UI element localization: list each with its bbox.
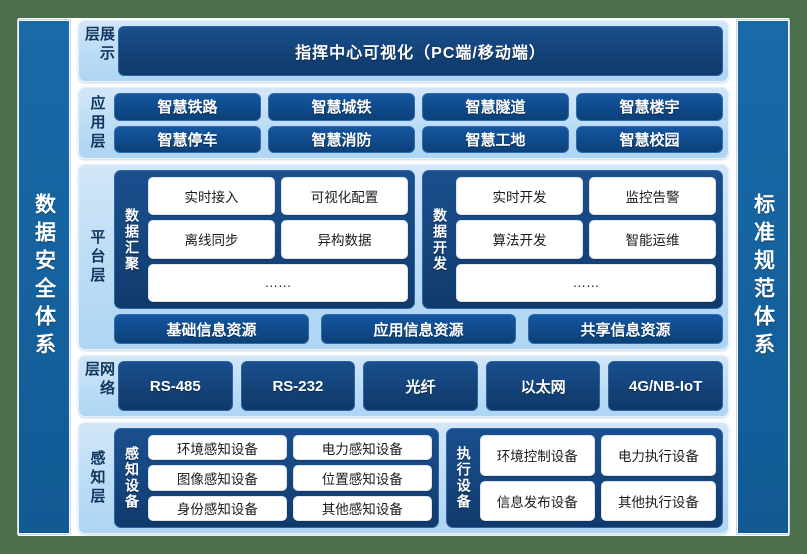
diagram-frame: 数据安全体系 展示层 指挥中心可视化（PC端/移动端） 应用层 智慧铁路 智慧城… (17, 18, 790, 536)
chip-image-sensor[interactable]: 图像感知设备 (148, 465, 287, 491)
sensing-group-actuators: 执行设备 环境控制设备 电力执行设备 信息发布设备 其他执行设备 (445, 428, 723, 528)
layer-stack: 展示层 指挥中心可视化（PC端/移动端） 应用层 智慧铁路 智慧城铁 智慧隧道 … (78, 18, 729, 536)
layer-network-body: RS-485 RS-232 光纤 以太网 4G/NB-IoT (118, 361, 723, 411)
network-item-4g-nbiot[interactable]: 4G/NB-IoT (608, 361, 723, 411)
chip-aggregation-ellipsis[interactable]: …… (148, 263, 408, 302)
chip-identity-sensor[interactable]: 身份感知设备 (148, 495, 287, 521)
resource-shared-information[interactable]: 共享信息资源 (528, 314, 723, 344)
aggregation-row-3: …… (148, 263, 408, 302)
layer-display-body: 指挥中心可视化（PC端/移动端） (118, 26, 723, 76)
layer-application: 应用层 智慧铁路 智慧城铁 智慧隧道 智慧楼宇 智慧停车 智慧消防 智慧工地 智… (78, 87, 729, 159)
sensing-groups: 感知设备 环境感知设备 电力感知设备 图像感知设备 位置感知设备 (114, 428, 723, 528)
development-row-1: 实时开发 监控告警 (456, 177, 716, 216)
platform-group-data-development-grid: 实时开发 监控告警 算法开发 智能运维 …… (456, 177, 716, 302)
layer-platform-label: 平台层 (88, 228, 106, 286)
sensing-group-sensors-grid: 环境感知设备 电力感知设备 图像感知设备 位置感知设备 身份感知设备 其他感知设… (148, 435, 432, 521)
chip-other-actuator-device[interactable]: 其他执行设备 (600, 480, 717, 521)
chip-development-ellipsis[interactable]: …… (456, 263, 716, 302)
network-item-rs485[interactable]: RS-485 (118, 361, 233, 411)
left-pillar-data-security: 数据安全体系 (17, 19, 71, 535)
layer-application-label: 应用层 (88, 94, 106, 152)
platform-resources: 基础信息资源 应用信息资源 共享信息资源 (114, 314, 723, 344)
actuators-row-2: 信息发布设备 其他执行设备 (479, 480, 717, 521)
chip-realtime-ingest[interactable]: 实时接入 (148, 177, 275, 216)
layer-platform: 平台层 数据汇聚 实时接入 可视化配置 离线同步 异 (78, 164, 729, 350)
sensing-group-actuators-label: 执行设备 (455, 446, 472, 510)
chip-location-sensor[interactable]: 位置感知设备 (292, 465, 432, 491)
platform-group-data-aggregation: 数据汇聚 实时接入 可视化配置 离线同步 异构数据 …… (114, 170, 415, 309)
actuators-row-1: 环境控制设备 电力执行设备 (479, 435, 717, 476)
chip-other-sensor[interactable]: 其他感知设备 (292, 495, 432, 521)
platform-group-data-aggregation-grid: 实时接入 可视化配置 离线同步 异构数据 …… (148, 177, 408, 302)
layer-network-label: 网络层 (83, 361, 115, 399)
development-row-2: 算法开发 智能运维 (456, 220, 716, 259)
display-banner[interactable]: 指挥中心可视化（PC端/移动端） (118, 26, 723, 76)
aggregation-row-2: 离线同步 异构数据 (148, 220, 408, 259)
platform-groups: 数据汇聚 实时接入 可视化配置 离线同步 异构数据 …… (114, 170, 723, 309)
chip-power-actuator-device[interactable]: 电力执行设备 (600, 435, 717, 476)
app-item-smart-building[interactable]: 智慧楼宇 (576, 93, 723, 121)
platform-group-data-development: 数据开发 实时开发 监控告警 算法开发 智能运维 …… (422, 170, 723, 309)
app-item-smart-tunnel[interactable]: 智慧隧道 (422, 93, 569, 121)
network-item-fiber[interactable]: 光纤 (363, 361, 478, 411)
sensors-row-2: 图像感知设备 位置感知设备 (148, 465, 432, 491)
sensing-group-sensors-label: 感知设备 (124, 446, 140, 510)
app-item-smart-metro[interactable]: 智慧城铁 (268, 93, 415, 121)
chip-monitoring-alarm[interactable]: 监控告警 (589, 177, 716, 216)
chip-intelligent-operations[interactable]: 智能运维 (589, 220, 716, 259)
network-items: RS-485 RS-232 光纤 以太网 4G/NB-IoT (118, 361, 723, 411)
development-row-3: …… (456, 263, 716, 302)
application-row-1: 智慧铁路 智慧城铁 智慧隧道 智慧楼宇 (114, 93, 723, 121)
chip-algorithm-development[interactable]: 算法开发 (456, 220, 583, 259)
sensors-row-1: 环境感知设备 电力感知设备 (148, 435, 432, 461)
resource-basic-information[interactable]: 基础信息资源 (114, 314, 309, 344)
layer-sensing-label: 感知层 (88, 449, 106, 507)
chip-realtime-development[interactable]: 实时开发 (456, 177, 583, 216)
resource-application-information[interactable]: 应用信息资源 (321, 314, 516, 344)
app-item-smart-construction-site[interactable]: 智慧工地 (422, 125, 569, 153)
right-pillar-label: 标准规范体系 (751, 193, 775, 361)
chip-environment-sensor[interactable]: 环境感知设备 (148, 435, 287, 461)
network-item-rs232[interactable]: RS-232 (240, 361, 356, 411)
layer-sensing-body: 感知设备 环境感知设备 电力感知设备 图像感知设备 位置感知设备 (114, 428, 723, 528)
chip-heterogeneous-data[interactable]: 异构数据 (281, 220, 408, 259)
platform-group-data-aggregation-label: 数据汇聚 (124, 207, 140, 272)
sensing-group-actuators-grid: 环境控制设备 电力执行设备 信息发布设备 其他执行设备 (479, 435, 717, 521)
app-item-smart-parking[interactable]: 智慧停车 (114, 125, 261, 153)
layer-platform-body: 数据汇聚 实时接入 可视化配置 离线同步 异构数据 …… (114, 170, 723, 344)
layer-display-label: 展示层 (83, 26, 115, 64)
app-item-smart-campus[interactable]: 智慧校园 (576, 125, 723, 153)
sensing-group-sensors: 感知设备 环境感知设备 电力感知设备 图像感知设备 位置感知设备 (114, 428, 439, 528)
app-item-smart-railway[interactable]: 智慧铁路 (114, 93, 261, 121)
aggregation-row-1: 实时接入 可视化配置 (148, 177, 408, 216)
layer-application-body: 智慧铁路 智慧城铁 智慧隧道 智慧楼宇 智慧停车 智慧消防 智慧工地 智慧校园 (114, 93, 723, 153)
chip-power-sensor[interactable]: 电力感知设备 (292, 435, 432, 461)
layer-display: 展示层 指挥中心可视化（PC端/移动端） (78, 20, 729, 82)
sensors-row-3: 身份感知设备 其他感知设备 (148, 495, 432, 521)
chip-information-release-device[interactable]: 信息发布设备 (479, 480, 595, 521)
chip-offline-sync[interactable]: 离线同步 (148, 220, 275, 259)
left-pillar-label: 数据安全体系 (32, 193, 56, 361)
layer-sensing: 感知层 感知设备 环境感知设备 电力感知设备 图像感知设备 (78, 422, 729, 534)
application-row-2: 智慧停车 智慧消防 智慧工地 智慧校园 (114, 125, 723, 153)
network-item-ethernet[interactable]: 以太网 (485, 361, 601, 411)
platform-group-data-development-label: 数据开发 (432, 207, 448, 272)
chip-visual-config[interactable]: 可视化配置 (281, 177, 408, 216)
chip-environment-control-device[interactable]: 环境控制设备 (479, 435, 595, 476)
app-item-smart-firefighting[interactable]: 智慧消防 (268, 125, 415, 153)
layer-network: 网络层 RS-485 RS-232 光纤 以太网 4G/NB-IoT (78, 355, 729, 417)
right-pillar-standards-system: 标准规范体系 (736, 19, 790, 535)
